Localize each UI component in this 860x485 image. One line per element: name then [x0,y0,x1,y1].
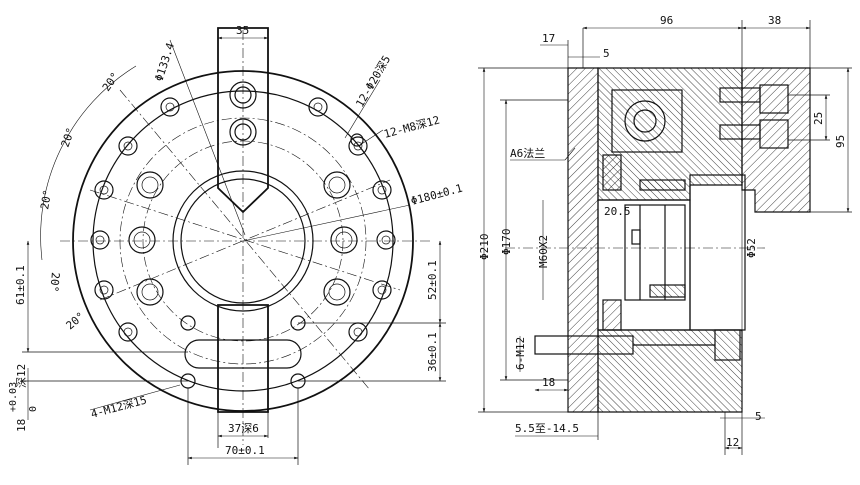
leader-side-holes [89,384,181,411]
dim-label-70: 70±0.1 [225,444,265,457]
dim-label-5-bottom: 5 [755,410,762,423]
diag-centerline-3 [99,179,391,301]
right-bore [689,174,746,331]
dim-label-18-lower: 0 [28,406,39,412]
angle-arc [40,65,137,261]
leader-phi133 [169,39,246,236]
lower-body [597,329,743,413]
dim-label-38: 38 [768,14,781,27]
dim-label-37: 37深6 [228,422,259,435]
dim-label-bolt-holes: 12-Φ20深5 [353,53,393,109]
front-view: 20° 20° 20° 20° 20° 35 Φ133.4 12-Φ20深5 1… [8,24,464,465]
arm-hole-2-inner [234,123,252,141]
diag-centerline-1 [119,89,371,391]
dim-label-36: 36±0.1 [426,332,439,372]
dim-label-25: 25 [812,112,825,125]
bolt-shank-upper [719,87,761,103]
dim-label-61: 61±0.1 [14,265,27,305]
inner-piston [624,204,686,301]
dim-label-18-section: 18 [542,376,555,389]
bolt-shank-lower [719,124,761,140]
bolt-holes [90,97,396,342]
dim-label-thread-holes: 12-M8深12 [382,113,441,140]
bottom-oblong [184,339,302,369]
dim-label-210: Φ210 [478,234,491,261]
angle-label-1: 20° [100,70,122,94]
top-clamp-arm [217,27,269,214]
dim-label-6m12: 6-M12 [514,337,527,370]
dim-label-18-upper: +0.03 [8,382,19,412]
upper-seal [639,179,686,191]
arm-hole-1-inner [234,86,252,104]
leader-phi180 [242,204,411,242]
piston-pin [631,229,641,245]
dim-label-18: 18 [15,419,28,432]
angle-label-4: 20° [47,272,62,293]
lower-ring [602,299,622,331]
dim-label-phi52: Φ52 [745,238,758,258]
angle-label-2: 20° [59,126,78,149]
leader-thread-holes [359,129,384,146]
dim-label-5-top: 5 [603,47,610,60]
dim-label-52: 52±0.1 [426,260,439,300]
angle-label-5: 20° [64,310,88,333]
dim-label-95: 95 [834,135,847,148]
arm-hole-2-outer [229,118,257,146]
angle-label-3: 20° [38,189,54,211]
dim-label-35: 35 [236,24,249,37]
clamp-pin-outer [624,100,666,142]
inner-holes [128,171,358,306]
leader-flange-tip [564,147,576,161]
dim-label-12: 12 [726,436,739,449]
dim-label-range: 5.5至-14.5 [515,422,579,435]
dim-label-20-5: 20.5 [604,205,631,218]
flange-plate [567,67,599,413]
clamp-cavity [611,89,683,153]
dim-label-side-holes: 4-M12深15 [89,393,148,420]
dim-label-phi133: Φ133.4 [152,41,177,83]
dim-label-170: Φ170 [500,229,513,256]
upper-ring [602,154,622,191]
dim-label-17: 17 [542,32,555,45]
section-view: 96 38 17 5 A6法兰 Φ210 Φ170 M60X2 20.5 Φ52 [478,14,852,455]
dim-label-18-depth: 深12 [15,364,28,388]
dim-label-m60: M60X2 [537,235,550,268]
dim-label-96: 96 [660,14,673,27]
clamp-pin-inner [633,109,657,133]
arm-hole-1-outer [229,81,257,109]
lower-seal [649,284,686,298]
dim-label-flange: A6法兰 [510,146,545,160]
dim-label-phi180: Φ180±0.1 [409,182,464,208]
diag-centerline-2 [89,189,401,291]
leader-bolt-holes [344,79,381,139]
